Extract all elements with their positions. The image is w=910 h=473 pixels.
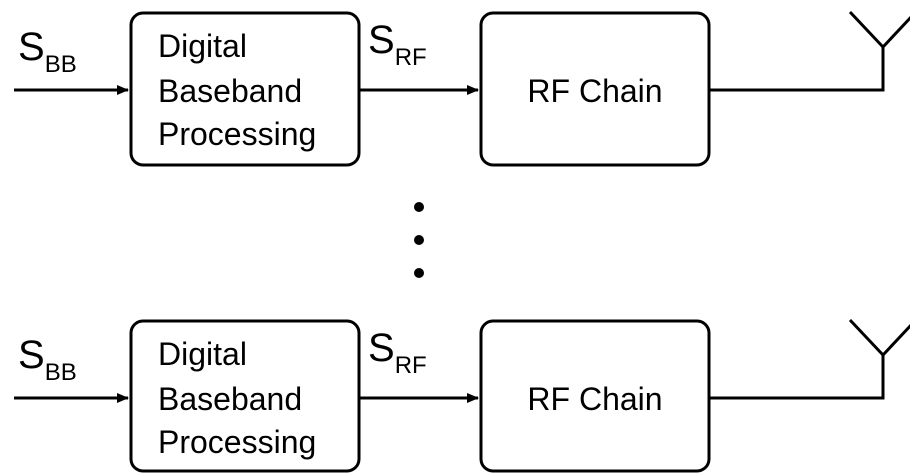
rf-chain-label: RF Chain [527,73,662,109]
output-line [709,45,885,92]
mid-signal-label: SRF [368,326,427,379]
rf-chain-label: RF Chain [527,381,662,417]
block1-line-3: Processing [158,116,316,152]
chain-row-top: SBB Digital Baseband Processing SRF RF C… [14,10,910,167]
output-line [709,353,885,400]
mid-signal-label: SRF [368,18,427,71]
block1-line-2: Baseband [158,73,302,109]
ellipsis-dot [414,268,424,278]
input-signal-label: SBB [18,333,77,386]
input-signal-label: SBB [18,25,77,78]
digital-baseband-block [129,319,361,473]
ellipsis-dot [414,235,424,245]
rf-chain-block [479,319,711,473]
chain-row-bottom: SBB Digital Baseband Processing SRF RF C… [14,318,910,473]
ellipsis-dot [414,202,424,212]
vertical-ellipsis [414,202,424,278]
block1-line-2: Baseband [158,381,302,417]
antenna-icon [848,10,910,49]
antenna-icon [848,318,910,357]
block1-line-1: Digital [158,336,247,372]
block1-line-1: Digital [158,28,247,64]
block1-line-3: Processing [158,424,316,460]
